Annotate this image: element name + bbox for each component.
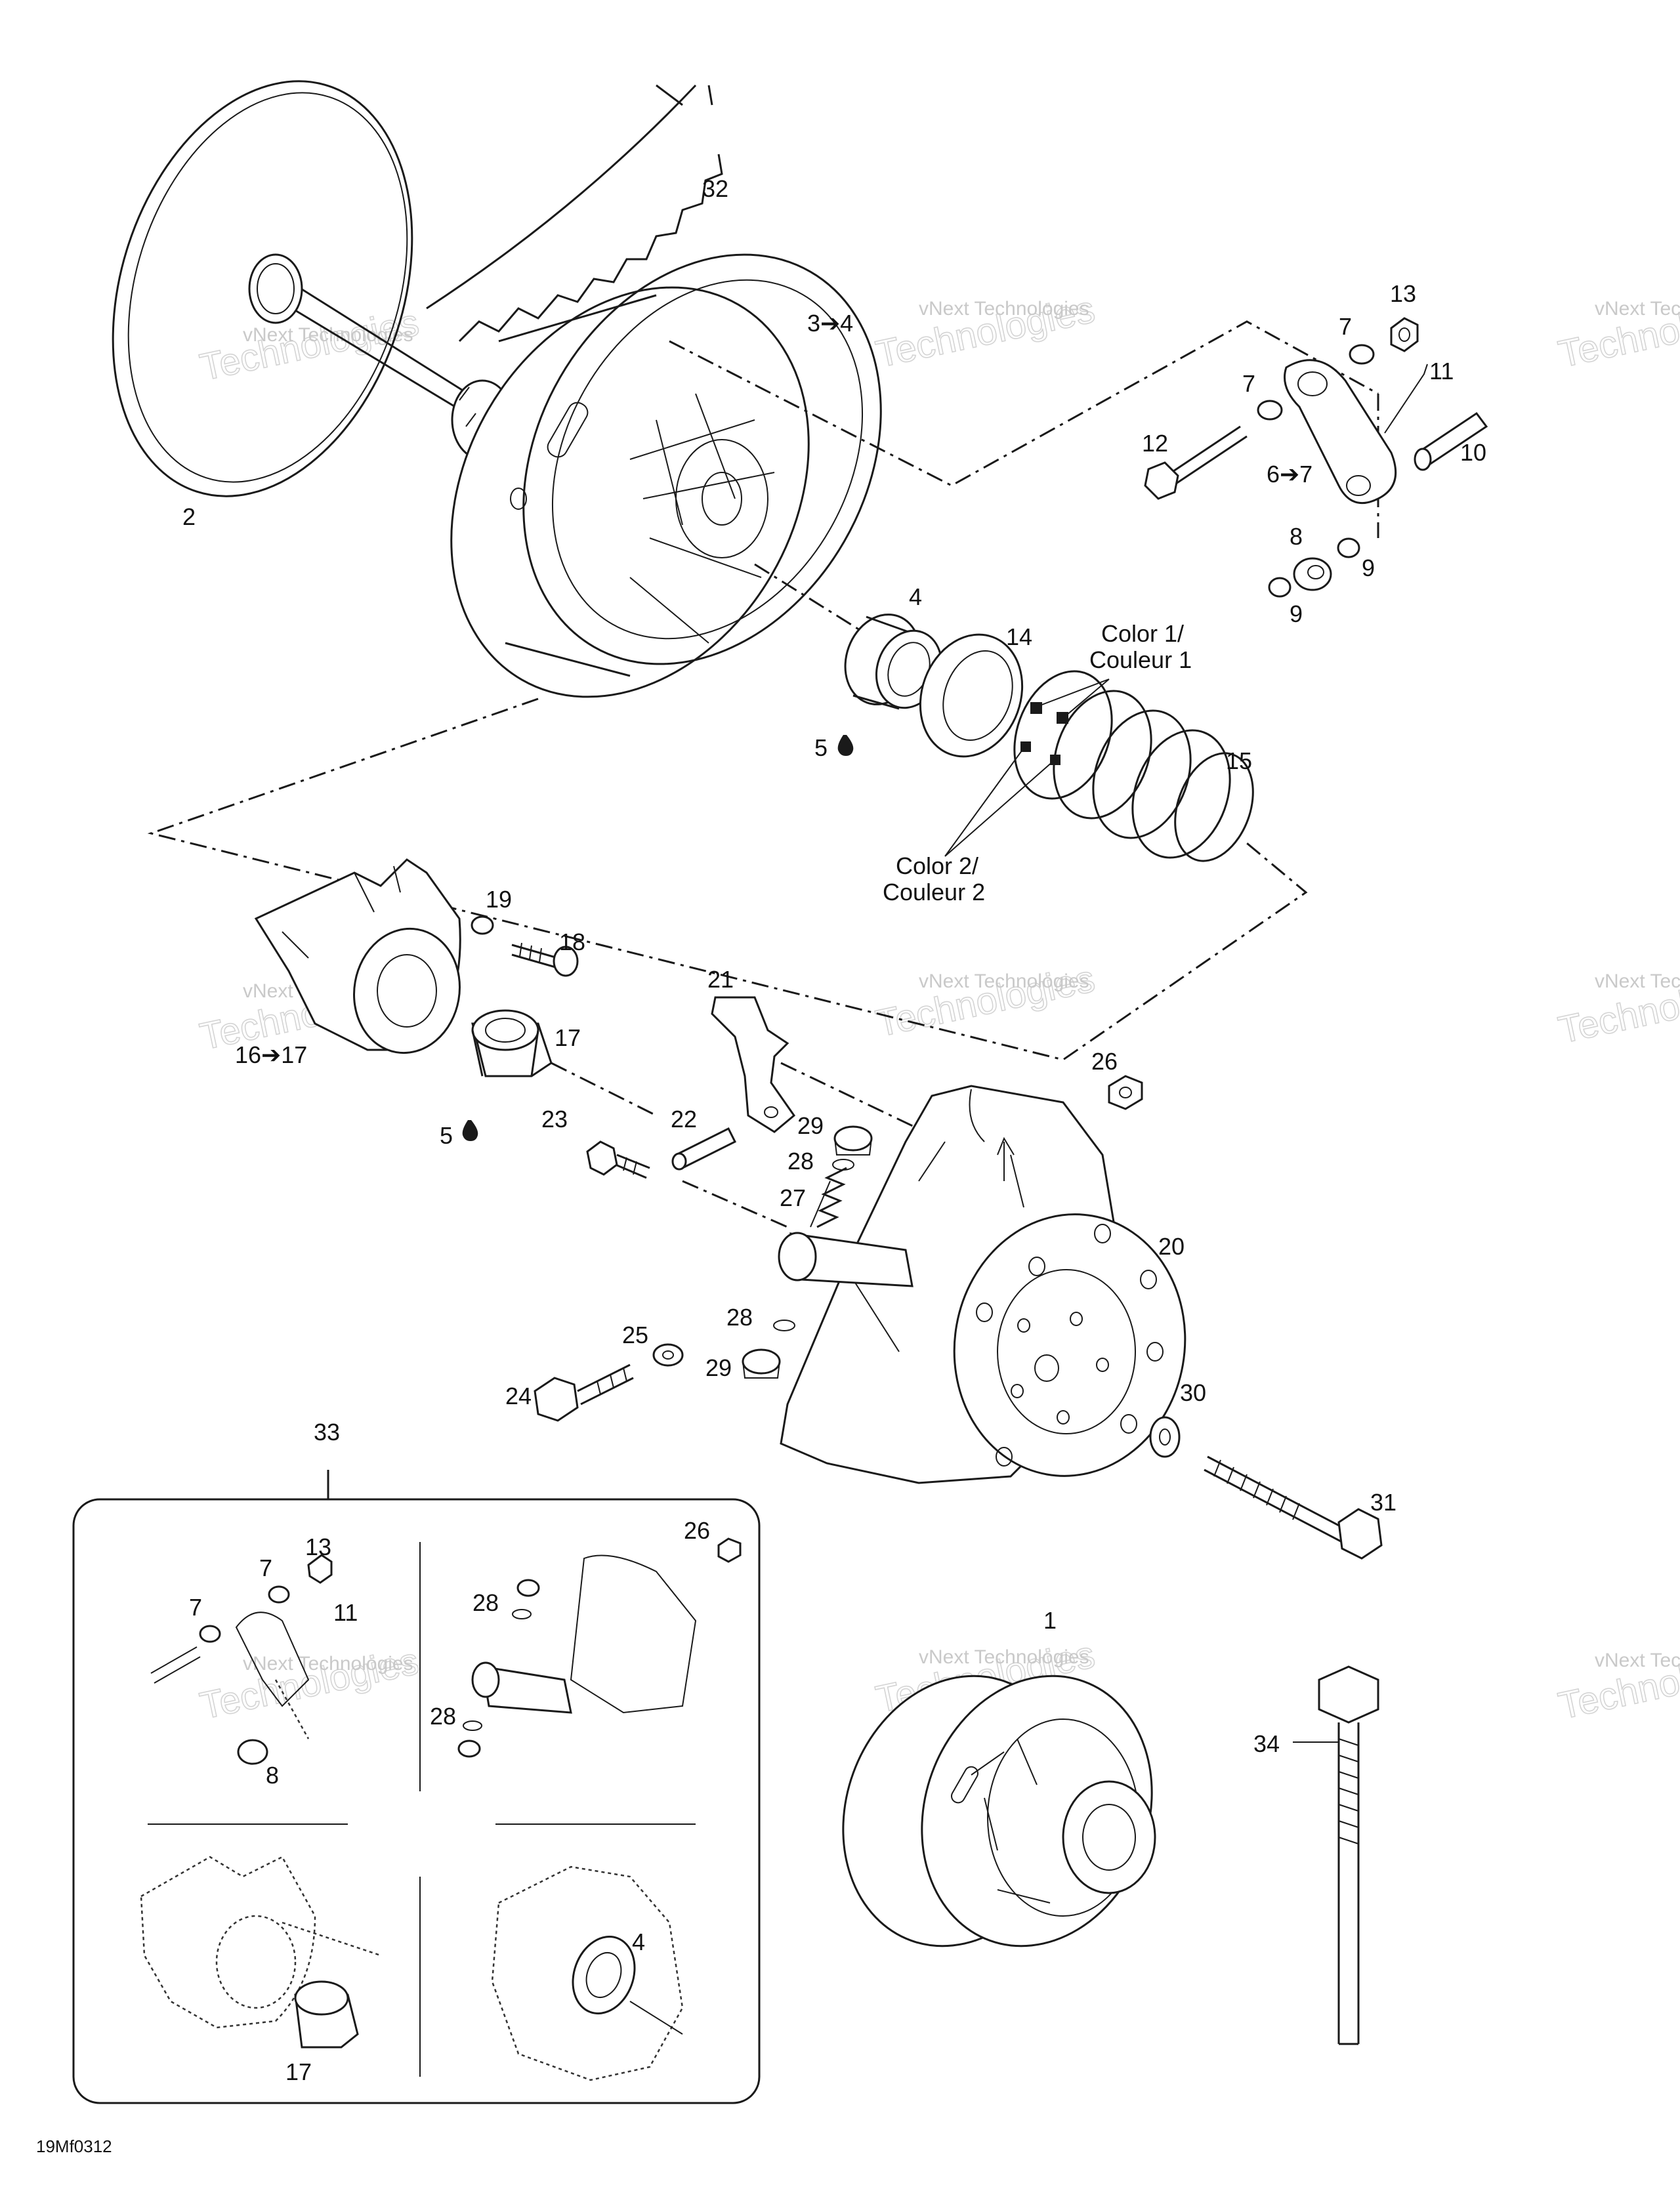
drive-belt-part <box>426 84 723 343</box>
callout-8: 8 <box>1290 523 1303 550</box>
callout-3-4: 3➔4 <box>807 310 853 337</box>
callout-17: 17 <box>555 1024 581 1051</box>
callout-16-17: 16➔17 <box>235 1041 307 1068</box>
callout-28: 28 <box>726 1304 753 1331</box>
callout-6-7: 6➔7 <box>1267 461 1312 488</box>
callout-31: 31 <box>1370 1489 1396 1516</box>
color2-label-line2: Couleur 2 <box>883 879 985 906</box>
callout-32: 32 <box>702 175 728 202</box>
callout-7: 7 <box>259 1554 272 1581</box>
callout-19: 19 <box>486 886 512 913</box>
color1-label-line1: Color 1/ <box>1101 620 1184 647</box>
roller-arm-group <box>1144 317 1488 598</box>
callout-22: 22 <box>671 1106 697 1133</box>
callout-10: 10 <box>1460 439 1486 466</box>
callout-28: 28 <box>430 1703 456 1730</box>
callout-34: 34 <box>1253 1730 1280 1757</box>
watermark-small: vNext Technologies <box>243 1653 413 1675</box>
callout-5: 5 <box>440 1122 453 1149</box>
color-mark-1 <box>1057 712 1068 724</box>
callout-26: 26 <box>1091 1048 1118 1075</box>
callout-23: 23 <box>541 1106 568 1133</box>
callout-25: 25 <box>622 1322 648 1348</box>
movable-sheave-part <box>450 253 882 698</box>
callout-27: 27 <box>780 1184 806 1211</box>
callout-4: 4 <box>909 583 922 610</box>
callout-7: 7 <box>1242 370 1255 397</box>
callout-29: 29 <box>797 1112 824 1139</box>
callout-9: 9 <box>1362 554 1375 581</box>
bushing-spring-group <box>844 614 1254 862</box>
color2-label-line1: Color 2/ <box>896 852 978 879</box>
callout-24: 24 <box>505 1383 532 1409</box>
callout-28: 28 <box>472 1589 499 1616</box>
long-bolt-part <box>1293 1665 1379 2045</box>
fasteners-group <box>534 1075 1383 1560</box>
callout-18: 18 <box>559 928 585 955</box>
color-mark-1 <box>1030 702 1042 714</box>
callout-20: 20 <box>1158 1233 1185 1260</box>
spider-group <box>254 858 657 1117</box>
assembly-guide-line <box>147 698 1308 1061</box>
callout-28: 28 <box>788 1148 814 1175</box>
callout-9: 9 <box>1290 600 1303 627</box>
callout-13: 13 <box>305 1533 331 1560</box>
watermark-small: vNext Technologies <box>1595 1650 1680 1671</box>
callout-2: 2 <box>182 503 196 530</box>
callout-33: 33 <box>314 1419 340 1446</box>
callout-21: 21 <box>707 966 734 993</box>
color1-label-line2: Couleur 1 <box>1089 646 1192 673</box>
callout-26: 26 <box>684 1517 710 1544</box>
lever-group <box>586 996 796 1179</box>
assembly-guide-line <box>754 563 860 631</box>
assembly-guide-line <box>682 1062 933 1228</box>
callout-11: 11 <box>333 1599 358 1626</box>
callout-11: 11 <box>1429 358 1454 385</box>
lubricant-drop-icon <box>837 735 854 756</box>
callout-15: 15 <box>1226 747 1252 774</box>
figure-code: 19Mf0312 <box>36 2136 112 2156</box>
complete-assembly-part <box>842 1675 1156 1947</box>
lubricant-drop-icon <box>462 1120 478 1141</box>
assembly-guide-line <box>669 320 1379 487</box>
callout-4: 4 <box>632 1928 645 1955</box>
watermark-small: vNext Technologies <box>1595 970 1680 992</box>
callout-17: 17 <box>285 2058 312 2085</box>
callout-7: 7 <box>189 1594 202 1621</box>
callout-labels: 32 2 3➔4 13 7 11 7 12 10 6➔7 8 9 9 4 14 … <box>36 175 1486 2156</box>
watermark-small: vNext Technologies <box>919 1646 1089 1668</box>
callout-7: 7 <box>1339 313 1352 340</box>
kit-box <box>72 1470 761 2104</box>
callout-30: 30 <box>1180 1379 1206 1406</box>
governor-housing-part <box>778 1085 1186 1484</box>
watermark-small: vNext Technologies <box>919 970 1089 992</box>
fixed-sheave-part <box>112 80 514 497</box>
callout-13: 13 <box>1390 280 1416 307</box>
watermark-small: vNext Technologies <box>919 298 1089 320</box>
callout-5: 5 <box>814 734 828 761</box>
callout-1: 1 <box>1043 1607 1057 1634</box>
callout-29: 29 <box>705 1354 732 1381</box>
watermark-small: vNext Technologies <box>1595 298 1680 320</box>
callout-14: 14 <box>1006 623 1032 650</box>
callout-12: 12 <box>1142 430 1168 457</box>
callout-8: 8 <box>266 1762 279 1789</box>
